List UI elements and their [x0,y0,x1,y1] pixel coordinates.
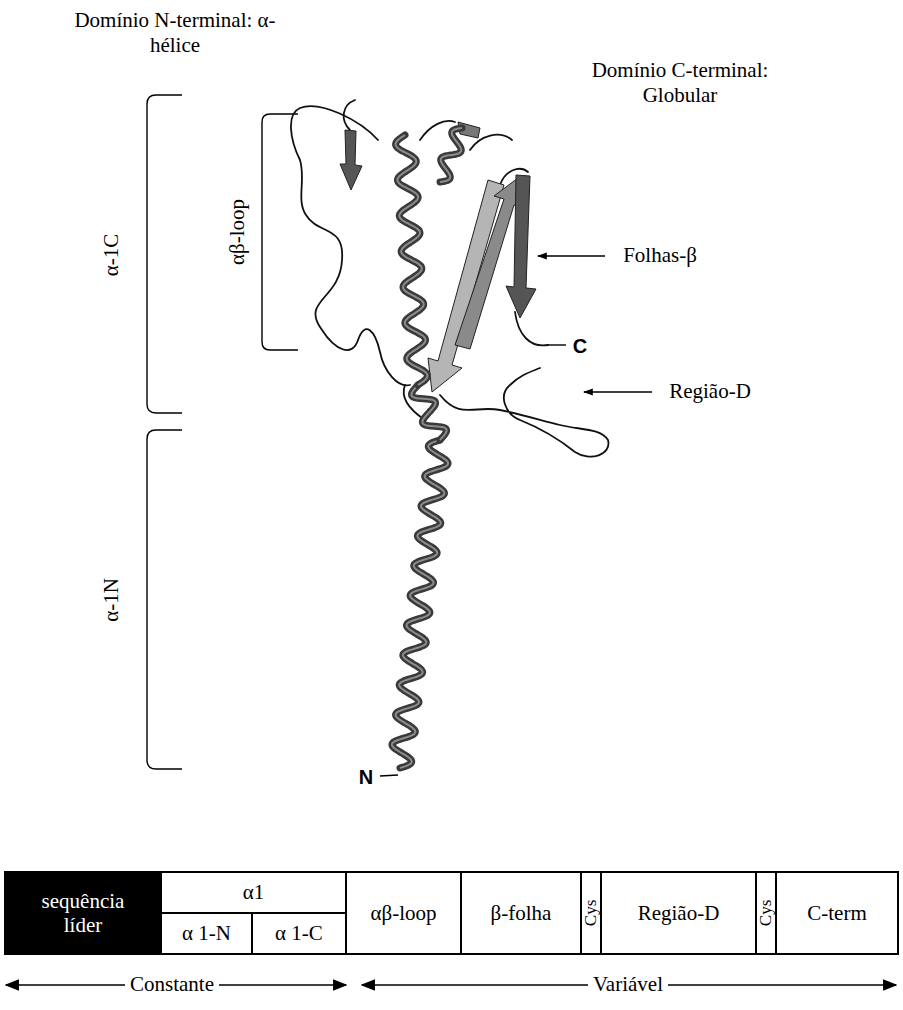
helix-highlight [411,385,446,440]
table-cell: C-term [775,871,899,955]
loop-top [344,100,355,130]
beta-strand [455,178,524,349]
beta-strand [340,130,362,190]
coil-loops [291,100,609,457]
table-cell: α 1-N [160,912,253,955]
pointer-arrow [584,391,652,392]
figure-label: Constante [125,972,219,997]
cell-text: α 1-C [275,921,323,945]
alpha-beta-loop [291,106,410,385]
figure-label: Variável [588,972,668,997]
table-cell: Cys [755,871,777,955]
table-cell: sequência líder [4,871,162,955]
beta-strands [340,122,536,392]
table-cell: α 1-C [251,912,347,955]
cell-text: Cys [756,900,776,927]
terminus-tick [380,775,398,776]
cell-text: β-folha [491,901,552,925]
table-cell: β-folha [460,871,582,955]
helix-highlight [440,128,462,182]
cell-text: sequência líder [28,889,138,937]
helix-ribbon [411,385,446,440]
helix-highlight [396,135,428,385]
table-cell: α1 [160,871,347,914]
cell-text: α 1-N [182,921,231,945]
cell-text: Região-D [638,901,720,925]
alpha-helices [392,128,462,768]
beta-strand [506,175,536,318]
helix-ribbon [440,128,462,182]
bracket-loop [262,114,298,350]
figure-label: Domínio N-terminal: α-hélice [70,8,280,58]
helix-ribbon [396,135,428,385]
figure-label: αβ-loop [225,199,250,265]
helix-highlight [392,440,448,768]
bracket-alpha1c [147,95,182,413]
cell-text: Cys [581,900,601,927]
figure-label: N [359,765,373,789]
figure-label: Região-D [669,379,751,404]
bracket-alpha1n [147,430,182,769]
region-d-loop [440,368,608,457]
table-cell: Região-D [600,871,757,955]
terminus-tick [548,344,566,345]
figure-label: α-1N [99,578,124,622]
figure-label: Folhas-β [623,243,697,268]
pointer-arrow [538,255,605,256]
cell-text: C-term [807,901,866,925]
table-cell: αβ-loop [345,871,462,955]
cell-text: αβ-loop [370,901,436,925]
figure-label: Domínio C-terminal: Globular [575,58,785,108]
table-cell: Cys [580,871,602,955]
figure-label: α-1C [99,234,124,277]
helix-ribbon [392,440,448,768]
figure-label: C [573,334,587,358]
pointer-arrows [380,256,652,776]
brackets [147,95,298,769]
cell-text: α1 [243,880,265,904]
beta-strand [428,180,504,392]
